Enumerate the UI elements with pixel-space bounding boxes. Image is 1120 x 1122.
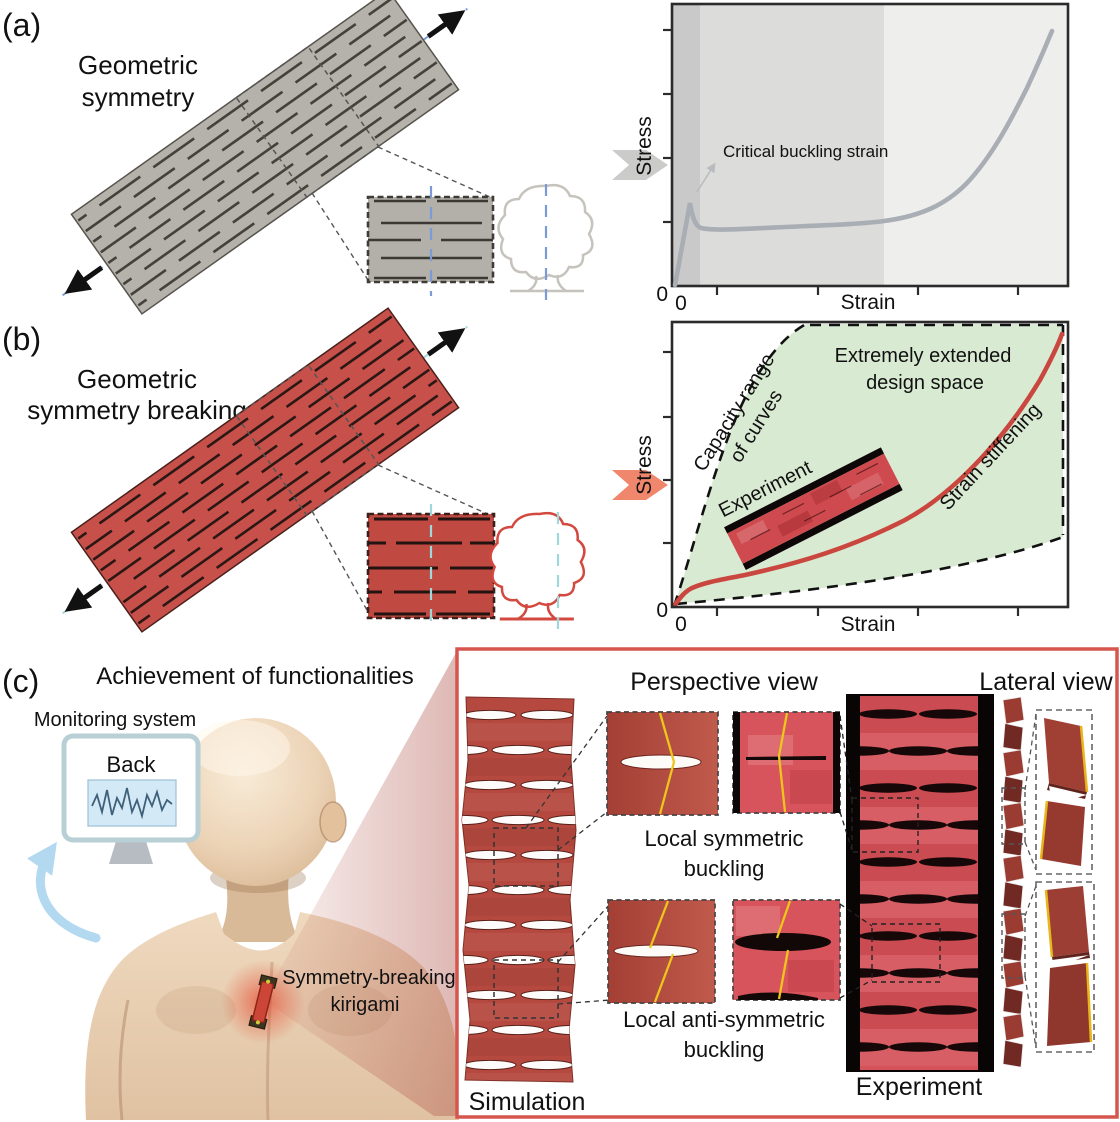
panel-a-caption-line1: Geometric [78,50,198,80]
stretch-arrow-icon [426,328,466,357]
ear [319,801,347,843]
experiment-label: Experiment [856,1073,982,1101]
critical-buckling-annotation: Critical buckling strain [723,142,888,161]
panel-b-label: (b) [2,321,41,357]
monitoring-system-label: Monitoring system [34,709,196,731]
detail-box: Perspective view Lateral view [455,647,1119,1119]
sensor-label-line2: kirigami [331,994,400,1016]
y-axis-label: Stress [633,435,656,495]
stretch-arrow-icon [64,265,104,294]
x-zero: 0 [675,292,687,315]
anti-buckling-sim-inset [607,899,716,1004]
stretch-arrow-icon [64,583,104,612]
monitor-screen-title: Back [107,752,157,777]
stress-strain-curve-red [671,331,1065,609]
sym-buckling-sim-inset [606,711,719,816]
simulation-label: Simulation [469,1088,586,1116]
panel-c-label: (c) [2,663,39,699]
y-axis-label: Stress [633,116,656,176]
kirigami-sensor-icon [248,974,278,1030]
slit-pattern-red [77,315,453,625]
lower-bound-curve [675,535,1064,606]
gray-right-arrow-icon [612,150,668,180]
sym-buckling-label-line1: Local symmetric [645,826,804,851]
panel-a: (a) Geometric symmetry [2,0,1070,315]
monitor-icon: Back [61,733,201,864]
asymmetric-tree-icon [489,511,586,621]
x-axis-label: Strain [841,613,896,636]
perspective-view-title: Perspective view [630,668,819,696]
waveform-icon [91,787,173,820]
upper-bound-curve [672,322,807,607]
stress-strain-plot-design-space: Extremely extended design space Capacity… [633,320,1070,636]
lateral-inset-2 [1035,881,1095,1053]
y-zero: 0 [656,283,668,306]
unit-cell-inset-gray [366,186,495,296]
curved-arrow-icon [26,841,101,943]
anti-buckling-label-line2: buckling [684,1037,765,1062]
zoom-beam [263,651,457,1116]
panel-b-caption-line2: symmetry breaking [27,395,247,425]
panel-c-title: Achievement of functionalities [96,663,414,690]
kirigami-sheet-red [62,307,468,633]
anti-buckling-exp-inset [732,899,841,1001]
stress-strain-curve-gray [672,28,1055,288]
sym-buckling-exp-inset [732,711,841,814]
panel-a-label: (a) [2,7,41,43]
fold-line-yellow [658,712,676,815]
salmon-right-arrow-icon [612,470,668,500]
stretch-arrow-icon [426,10,466,39]
anti-buckling-label-line1: Local anti-symmetric [623,1007,825,1032]
experiment-sample-photo: Experiment [715,447,903,571]
x-axis-label: Strain [841,291,896,314]
design-space-label-line1: Extremely extended [835,345,1012,367]
lateral-inset-1 [1035,709,1093,875]
x-zero: 0 [675,613,687,636]
waveform-box [87,779,177,827]
annotation-arrow-icon [696,162,716,193]
simulation-strip [461,696,577,1083]
panel-b: (b) Geometric symmetry breaking [2,307,1070,636]
y-zero: 0 [656,599,668,622]
fold-line-yellow [777,712,789,813]
slit-pattern-gray [77,0,453,307]
zoom-region-outline [235,363,380,517]
design-space-label-line2: design space [866,372,984,394]
unit-cell-inset-red [366,504,496,630]
stress-strain-plot-symmetric: Critical buckling strain Stress 0 0 Stra… [633,2,1070,315]
panel-c: (c) Achievement of functionalities Monit… [2,647,1119,1121]
experiment-strip [846,694,994,1072]
panel-b-caption-line1: Geometric [77,364,197,394]
lateral-view-title: Lateral view [979,668,1113,696]
sensor-label-line1: Symmetry-breaking [282,967,455,989]
lateral-view-strip [1002,696,1025,1068]
symmetric-tree-icon [497,183,594,300]
sym-buckling-label-line2: buckling [684,856,765,881]
panel-a-caption-line2: symmetry [82,82,195,112]
kirigami-sheet-gray [62,0,468,315]
